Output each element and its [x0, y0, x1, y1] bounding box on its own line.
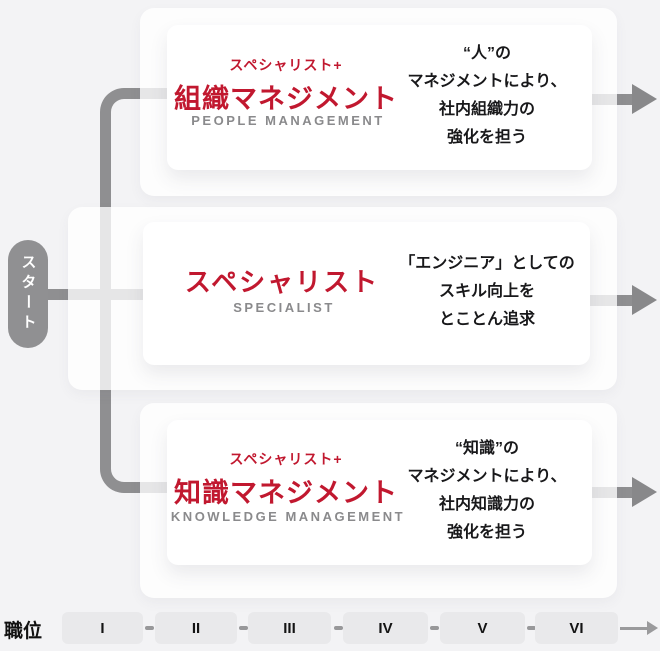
desc-line: 強化を担う	[446, 524, 528, 541]
arrow-head-icon	[632, 84, 657, 114]
desc-line: 社内組織力の	[438, 101, 536, 118]
desc-line: 社内知識力の	[438, 496, 536, 513]
track-subtitle-people: PEOPLE MANAGEMENT	[191, 113, 385, 128]
arrow-head-icon	[632, 477, 657, 507]
track-tag-people: スペシャリスト+	[229, 57, 343, 73]
card-knowledge-management	[167, 420, 592, 565]
desc-line: スキル向上を	[438, 283, 535, 300]
start-pill: スタート	[8, 240, 48, 348]
level-dash	[145, 626, 154, 630]
track-subtitle-specialist: SPECIALIST	[233, 300, 335, 315]
card-specialist	[143, 222, 590, 365]
level-box-3: III	[248, 612, 331, 644]
desc-line: マネジメントにより、	[407, 73, 567, 90]
desc-line: 「エンジニア」としての	[399, 255, 575, 272]
level-box-2: II	[155, 612, 237, 644]
rank-axis-arrow	[620, 627, 650, 630]
level-dash	[430, 626, 439, 630]
track-title-knowledge: 知識マネジメント	[174, 478, 398, 508]
rank-axis-arrowhead-icon	[647, 621, 658, 635]
track-title-specialist: スペシャリスト	[184, 267, 380, 297]
track-description-people: “人”の マネジメントにより、 社内組織力の 強化を担う	[407, 40, 566, 152]
track-title-people: 組織マネジメント	[174, 84, 398, 114]
rank-axis-label: 職位	[4, 621, 43, 642]
level-box-4: IV	[343, 612, 428, 644]
desc-line: とことん追求	[438, 311, 535, 328]
level-dash	[239, 626, 248, 630]
start-label: スタート	[19, 254, 37, 334]
track-subtitle-knowledge: KNOWLEDGE MANAGEMENT	[170, 509, 406, 524]
desc-line: “知識”の	[454, 440, 520, 457]
track-tag-knowledge: スペシャリスト+	[229, 451, 343, 467]
track-description-knowledge: “知識”の マネジメントにより、 社内知識力の 強化を担う	[407, 435, 566, 547]
level-box-1: I	[62, 612, 143, 644]
desc-line: マネジメントにより、	[407, 468, 567, 485]
desc-line: 強化を担う	[446, 129, 528, 146]
connector-elbow-top	[100, 88, 170, 140]
connector-elbow-bottom	[100, 442, 170, 493]
level-box-6: VI	[535, 612, 618, 644]
level-dash	[527, 626, 536, 630]
arrow-head-icon	[632, 285, 657, 315]
desc-line: “人”の	[462, 45, 512, 62]
level-box-5: V	[440, 612, 525, 644]
level-dash	[334, 626, 343, 630]
card-people-management	[167, 25, 592, 170]
track-description-specialist: 「エンジニア」としての スキル向上を とことん追求	[399, 250, 575, 334]
